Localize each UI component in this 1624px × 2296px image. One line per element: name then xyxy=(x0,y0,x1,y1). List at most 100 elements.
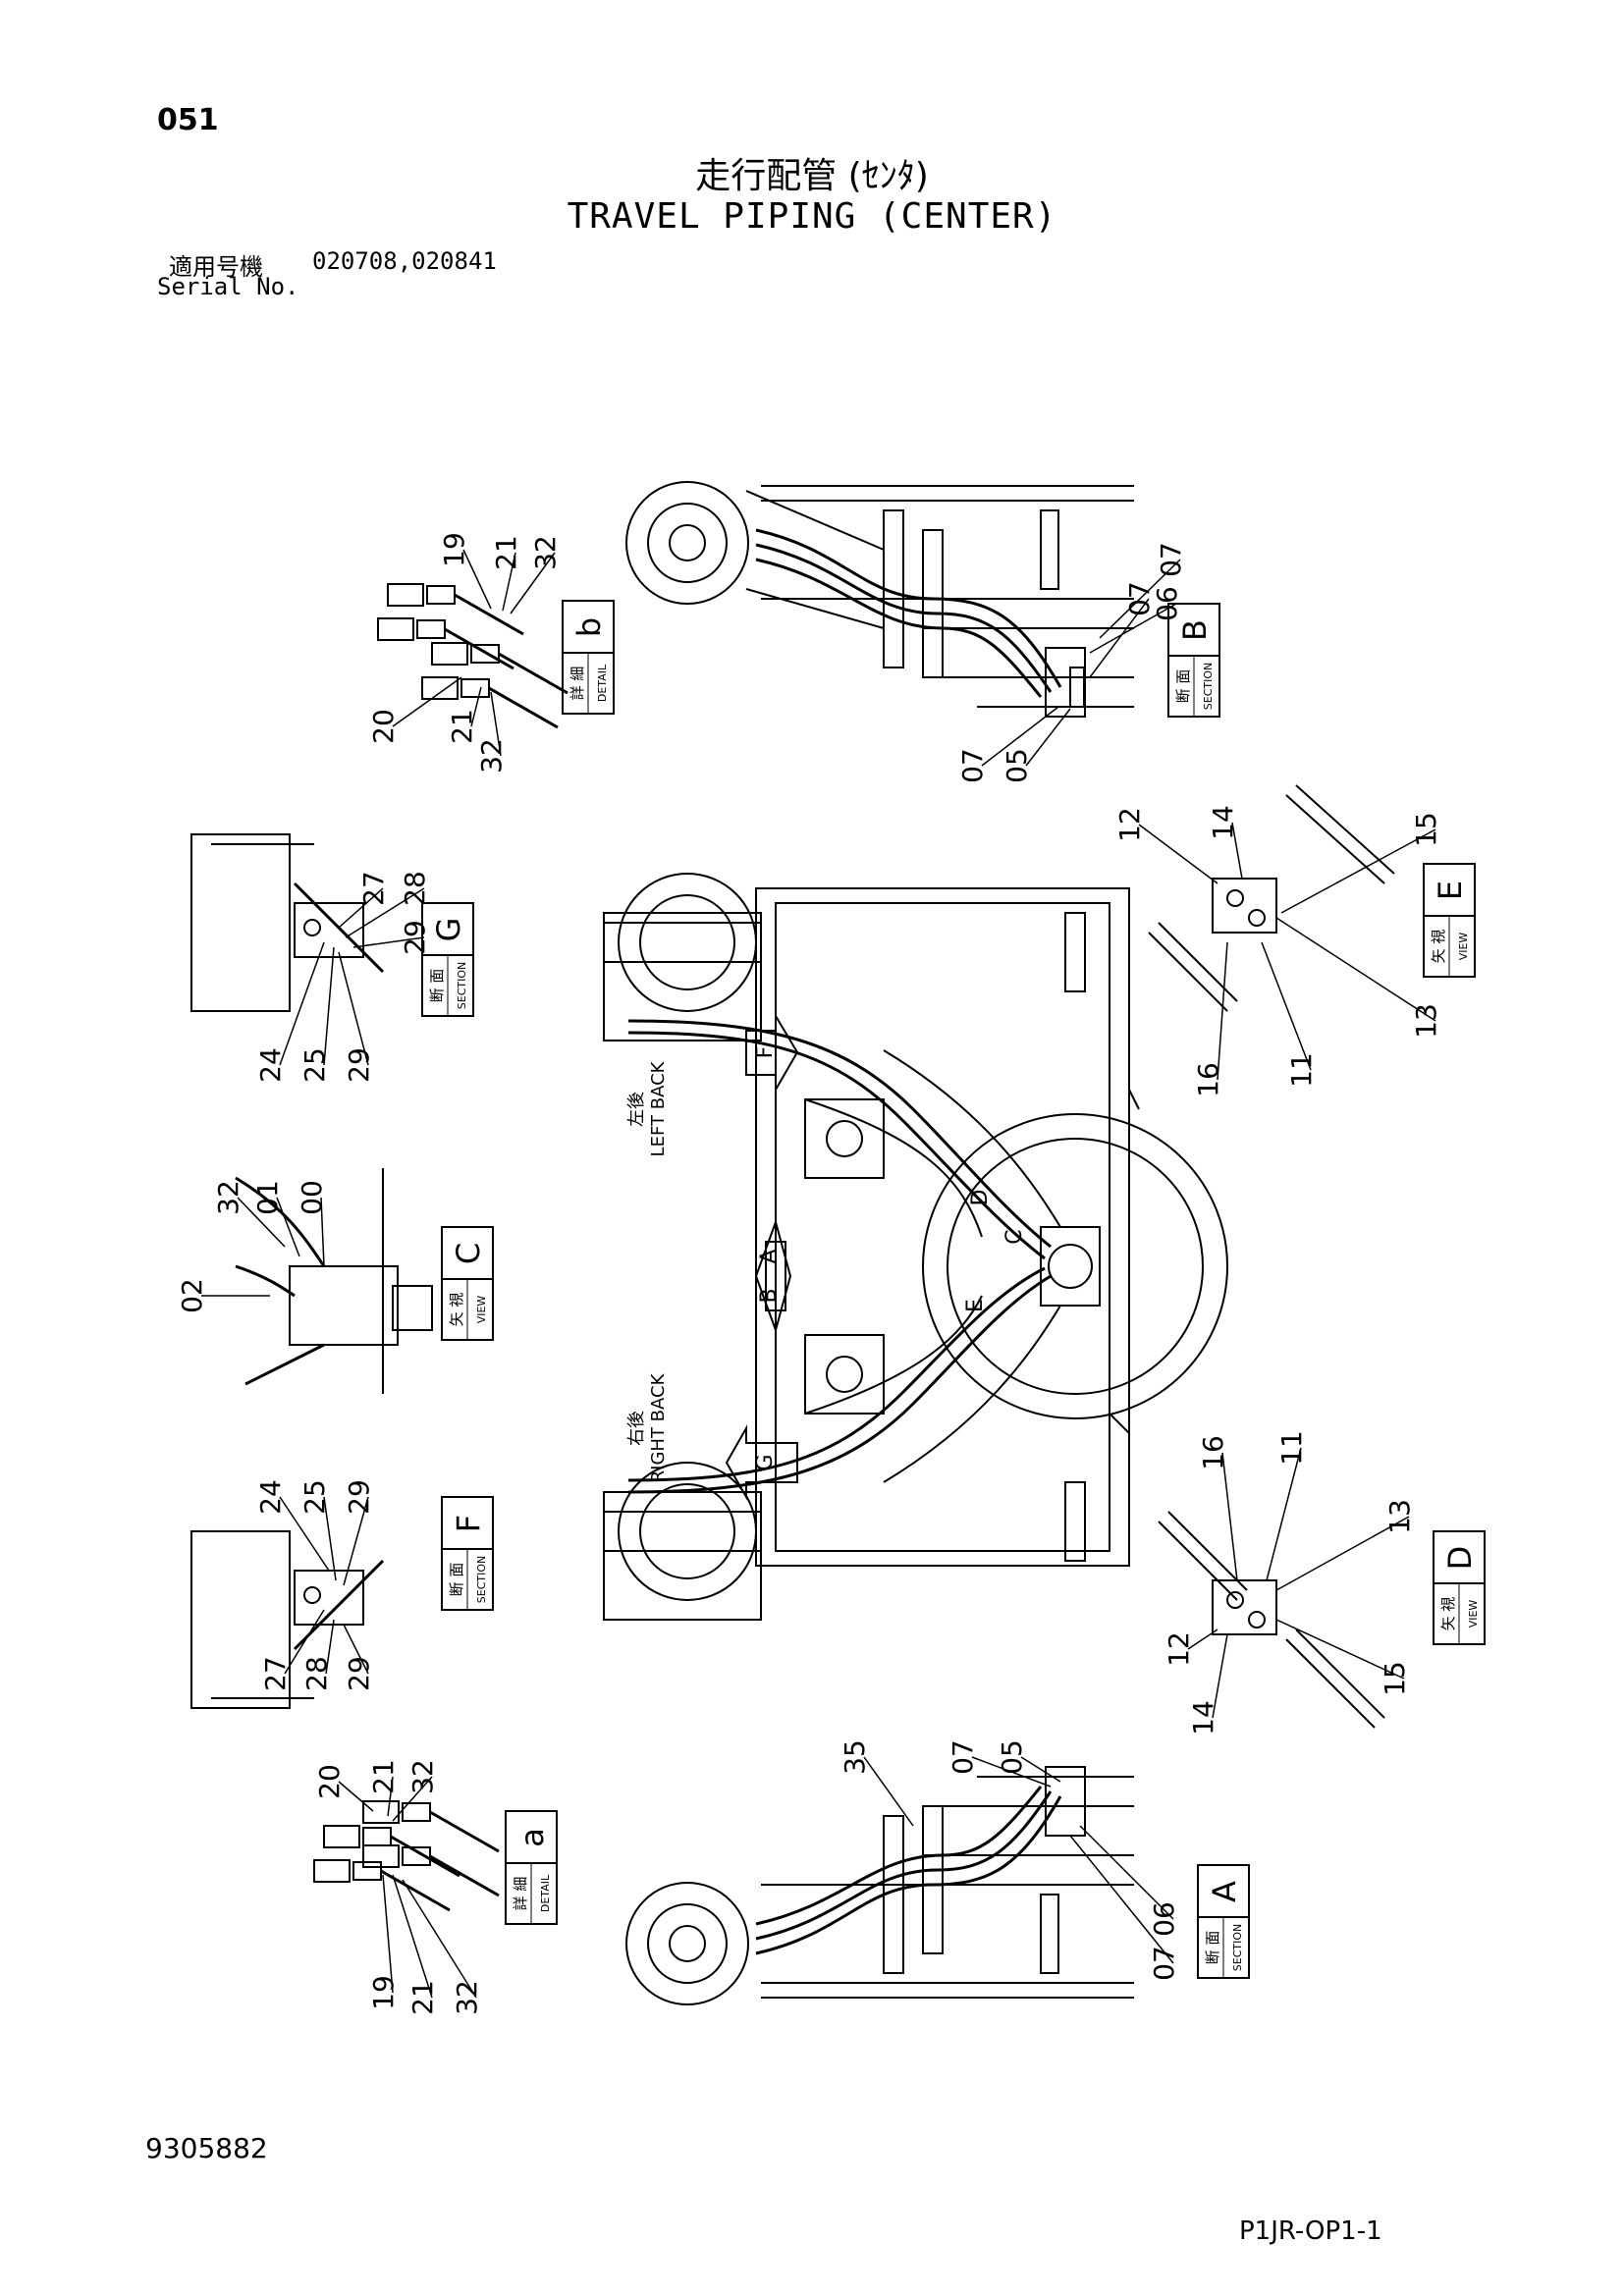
part-callout-20-leader xyxy=(352,936,425,948)
part-callout-3: 32 xyxy=(529,535,562,570)
view-tag-section-b-kanji: 断 面 xyxy=(1174,669,1192,704)
view-tag-section-g-english: SECTION xyxy=(456,962,468,1009)
arrow-marker-c: C xyxy=(1002,1229,1027,1244)
frame-bpost-3 xyxy=(1040,1894,1059,1974)
part-callout-32: 28 xyxy=(300,1656,333,1691)
arrow-marker-f-shape xyxy=(745,1012,799,1094)
detail-a-coupling-2-nut xyxy=(352,1861,382,1881)
part-callout-25: 01 xyxy=(251,1180,284,1215)
part-callout-19: 28 xyxy=(399,871,431,906)
view-tag-section-a-english: SECTION xyxy=(1231,1924,1244,1971)
part-callout-22: 25 xyxy=(298,1047,331,1083)
detail-b-coupling-2-body xyxy=(377,617,414,641)
view-tag-detail-b-english: DETAIL xyxy=(596,664,609,702)
sprocket-hub-top xyxy=(625,481,749,605)
section-f-frame xyxy=(190,1530,291,1709)
view-tag-section-a-kanji: 断 面 xyxy=(1204,1931,1221,1965)
detail-b-coupling-1-nut xyxy=(426,585,456,605)
hose-top-3 xyxy=(755,558,1043,698)
arrow-marker-g: G xyxy=(753,1454,778,1470)
part-callout-21-leader xyxy=(279,941,325,1066)
view-e-guide-4 xyxy=(1148,932,1228,1012)
part-callout-45-leader xyxy=(338,1781,374,1812)
part-callout-39-leader xyxy=(1275,1619,1405,1680)
view-c-hose-3 xyxy=(235,1264,296,1298)
detail-a-coupling-2-body xyxy=(313,1859,351,1883)
part-callout-26-leader xyxy=(320,1197,325,1267)
part-callout-38-leader xyxy=(1212,1633,1228,1719)
arrow-marker-f: F xyxy=(753,1046,778,1059)
part-callout-11: 07 xyxy=(1123,581,1156,616)
arm-lower xyxy=(883,1305,1061,1483)
hose-bottom-2 xyxy=(755,1790,1053,1941)
hose-bottom-3 xyxy=(755,1786,1043,1926)
arrow-marker-g-shape xyxy=(725,1424,798,1501)
part-callout-5: 21 xyxy=(446,709,478,744)
n-hose xyxy=(380,1869,451,1912)
right-drive-wheel xyxy=(618,1462,757,1601)
part-callout-37: 12 xyxy=(1163,1631,1195,1667)
view-tag-detail-b-kanji: 詳 細 xyxy=(568,667,586,701)
frame-post-2 xyxy=(922,529,944,678)
detail-a-coupling-3-body xyxy=(362,1800,400,1824)
detail-a-coupling-1-body xyxy=(323,1825,360,1848)
view-tag-section-f-letter: F xyxy=(450,1515,487,1532)
view-tag-section-a-letter: A xyxy=(1206,1881,1243,1902)
direction-arrow-right xyxy=(765,1221,792,1331)
frame-right-post-1 xyxy=(1064,912,1086,992)
frame-post-3 xyxy=(1040,509,1059,590)
part-callout-2: 21 xyxy=(490,535,522,570)
right-track-roller-top xyxy=(603,1511,762,1552)
view-tag-section-g-letter: G xyxy=(430,918,467,942)
part-callout-46-leader xyxy=(387,1776,394,1817)
part-callout-47: 32 xyxy=(406,1759,439,1794)
part-callout-46: 21 xyxy=(367,1759,400,1794)
left-cross-member xyxy=(804,1098,885,1179)
cross-beam-upper xyxy=(804,1098,983,1238)
section-f-hose xyxy=(293,1559,385,1651)
part-callout-29: 25 xyxy=(298,1479,331,1515)
sprocket-inner-top xyxy=(647,503,728,583)
section-f-bolt xyxy=(303,1586,321,1604)
hose-top-2 xyxy=(755,543,1053,693)
n-hose xyxy=(444,627,514,670)
part-callout-37-leader xyxy=(1187,1629,1218,1650)
n-hose xyxy=(429,1810,500,1853)
hose-right-2 xyxy=(627,1266,1046,1482)
slewing-ring-inner xyxy=(947,1138,1204,1395)
diagram-linework xyxy=(190,481,1395,2005)
part-callout-30-leader xyxy=(343,1496,369,1586)
sprocket-hub-bottom xyxy=(625,1882,749,2005)
serial-label-japanese: 適用号機 xyxy=(169,253,263,281)
right-cross-bolt xyxy=(826,1356,863,1393)
part-callout-16-leader xyxy=(1261,941,1312,1071)
view-d-guide-3 xyxy=(1285,1638,1376,1729)
detail-a-coupling-1-nut xyxy=(362,1827,392,1846)
part-callout-25-leader xyxy=(276,1197,300,1257)
part-callout-24-leader xyxy=(237,1197,286,1248)
part-callout-49: 21 xyxy=(406,1980,439,2015)
part-callout-48-leader xyxy=(382,1874,394,1994)
view-tag-section-f-english: SECTION xyxy=(475,1556,488,1603)
side-label-left-back-en: LEFT BACK xyxy=(648,1060,669,1156)
part-callout-18: 27 xyxy=(357,871,390,906)
document-number: 9305882 xyxy=(145,2132,268,2164)
part-callout-40: 35 xyxy=(839,1739,871,1775)
left-track-roller-top xyxy=(603,922,762,963)
view-tag-detail-a-english: DETAIL xyxy=(539,1874,552,1912)
arrow-marker-d: D xyxy=(968,1190,993,1206)
part-callout-14-leader xyxy=(1280,828,1436,914)
part-callout-5-leader xyxy=(470,686,482,727)
side-label-right-back-en: RIGHT BACK xyxy=(648,1372,669,1482)
part-callout-35-leader xyxy=(1266,1447,1302,1581)
center-joint xyxy=(1040,1226,1101,1307)
part-callout-14: 15 xyxy=(1410,812,1442,847)
n-hose xyxy=(429,1854,500,1897)
left-drive-wheel-inner xyxy=(639,894,735,990)
